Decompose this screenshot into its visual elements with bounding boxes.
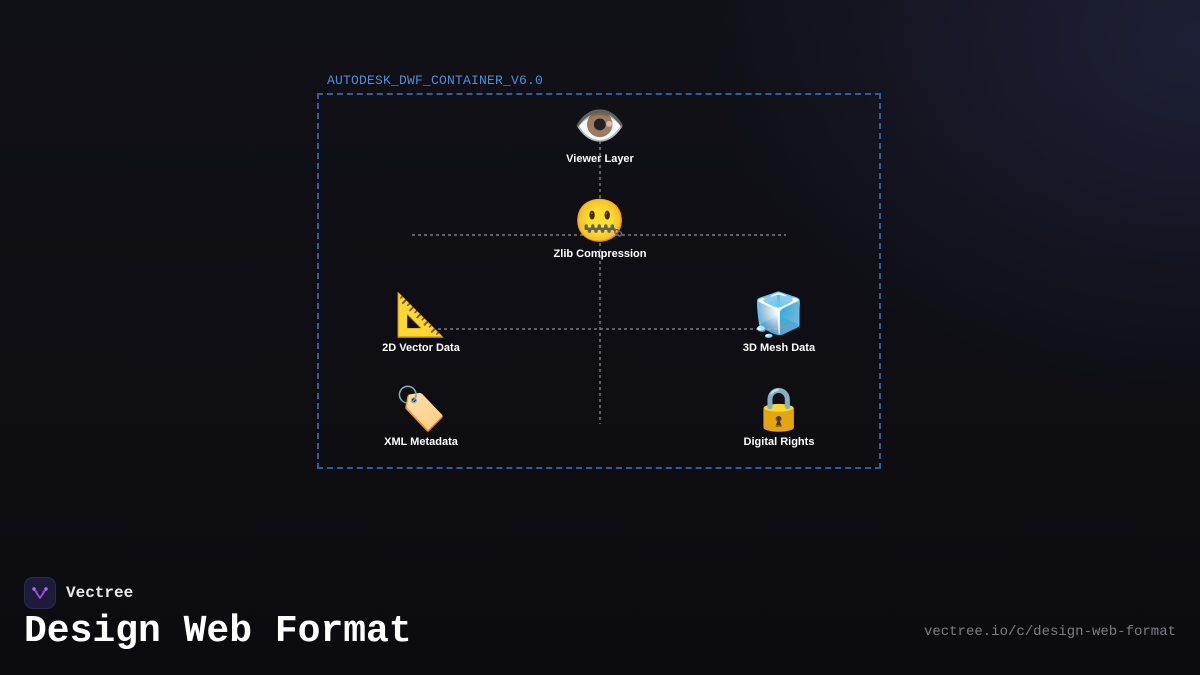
triangular-ruler-icon: 📐 [394, 290, 448, 339]
label-tag-icon: 🏷️ [394, 384, 448, 433]
zipper-mouth-icon: 🤐 [573, 196, 627, 245]
node-2d-vector-data: 📐 2D Vector Data [341, 290, 501, 355]
node-digital-rights: 🔒 Digital Rights [699, 384, 859, 449]
container-label: AUTODESK_DWF_CONTAINER_V6.0 [327, 73, 544, 88]
ice-cube-icon: 🧊 [752, 290, 806, 339]
eye-icon: 👁️ [573, 101, 627, 150]
lock-icon: 🔒 [752, 384, 806, 433]
node-label: 2D Vector Data [382, 342, 460, 354]
node-zlib-compression: 🤐 Zlib Compression [520, 196, 680, 261]
node-label: 3D Mesh Data [742, 342, 816, 354]
vectree-logo-icon [24, 577, 56, 609]
brand-name: Vectree [66, 584, 134, 602]
brand[interactable]: Vectree [24, 577, 133, 609]
node-label: Digital Rights [743, 436, 815, 448]
node-viewer-layer: 👁️ Viewer Layer [520, 101, 680, 166]
node-label: Zlib Compression [553, 248, 647, 260]
container-boundary [317, 93, 881, 469]
node-3d-mesh-data: 🧊 3D Mesh Data [699, 290, 859, 355]
node-label: Viewer Layer [566, 153, 634, 165]
page-url-link[interactable]: vectree.io/c/design-web-format [923, 624, 1176, 640]
node-label: XML Metadata [384, 436, 458, 448]
node-xml-metadata: 🏷️ XML Metadata [341, 384, 501, 449]
page-title: Design Web Format [24, 610, 412, 653]
